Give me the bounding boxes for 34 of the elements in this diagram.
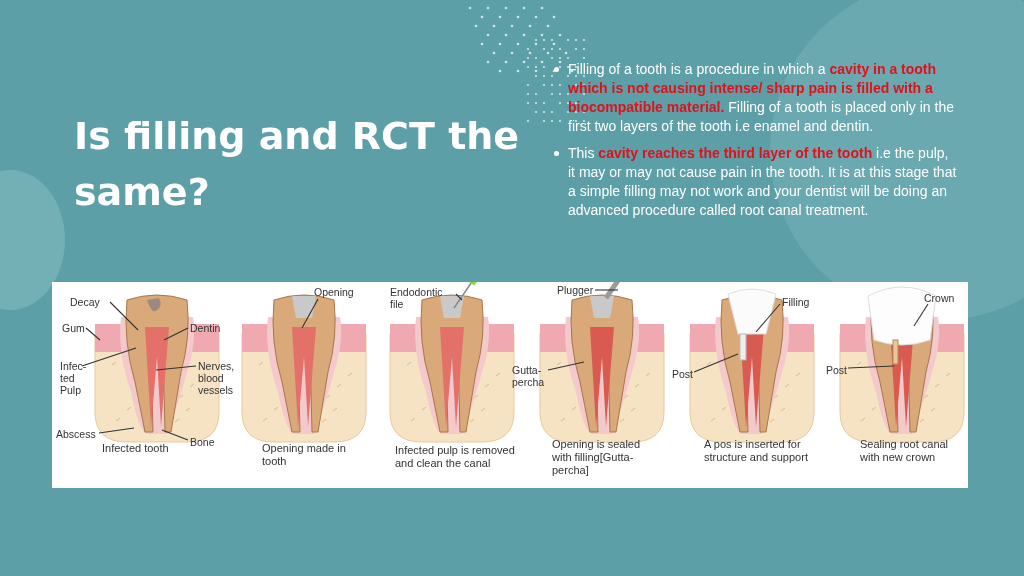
leader-line: [847, 365, 895, 369]
caption-text: Opening is sealed with filling[Gutta- percha]: [552, 438, 642, 477]
leader-line: [755, 303, 781, 333]
leader-line: [163, 327, 189, 341]
part-label: Infec- ted Pulp: [60, 360, 96, 396]
caption-text: A pos is inserted for structure and support: [704, 438, 809, 464]
part-label: Opening: [314, 286, 354, 298]
part-label: Abscess: [56, 428, 96, 440]
slide-title: Is filling and RCT the same?: [74, 113, 521, 216]
leader-line: [693, 353, 739, 373]
part-label: Post: [672, 368, 693, 380]
leader-line: [85, 327, 101, 341]
leader-line: [109, 301, 139, 331]
leader-line: [547, 361, 585, 371]
part-label: Bone: [190, 436, 215, 448]
part-label: Filling: [782, 296, 810, 308]
leader-line: [161, 429, 189, 441]
part-label: Plugger: [557, 284, 594, 296]
leader-line: [301, 298, 319, 329]
leader-line: [594, 289, 619, 291]
bullet-text: Filling of a tooth is a procedure in which a cavity in a tooth which is not causing intense/ sharp pain is filled with a biocompatible material. Filling of a tooth is placed only in the first two layers of the tooth i.e enamel and dentin.: [568, 60, 955, 136]
part-label: Nerves, blood vessels: [198, 360, 246, 396]
caption-text: Sealing root canal with new crown: [860, 438, 950, 464]
part-label: Gum: [62, 322, 85, 334]
bullet-text: This cavity reaches the third layer of the tooth i.e the pulp, it may or may not cause pain in the tooth. It is at this stage that a simple filling may not work and your dentist will be doing an advanced procedure called root canal treatment.: [568, 144, 958, 220]
caption-text: Infected pulp is removed and clean the canal: [395, 444, 515, 470]
part-label: Crown: [924, 292, 955, 304]
part-label: Post: [826, 364, 847, 376]
part-label: Endodontic file: [390, 286, 450, 310]
caption-text: Opening made in tooth: [262, 442, 347, 468]
leader-line: [913, 303, 929, 327]
part-label: Gutta- percha: [512, 364, 548, 388]
part-label: Decay: [70, 296, 100, 308]
leader-line: [455, 293, 463, 301]
